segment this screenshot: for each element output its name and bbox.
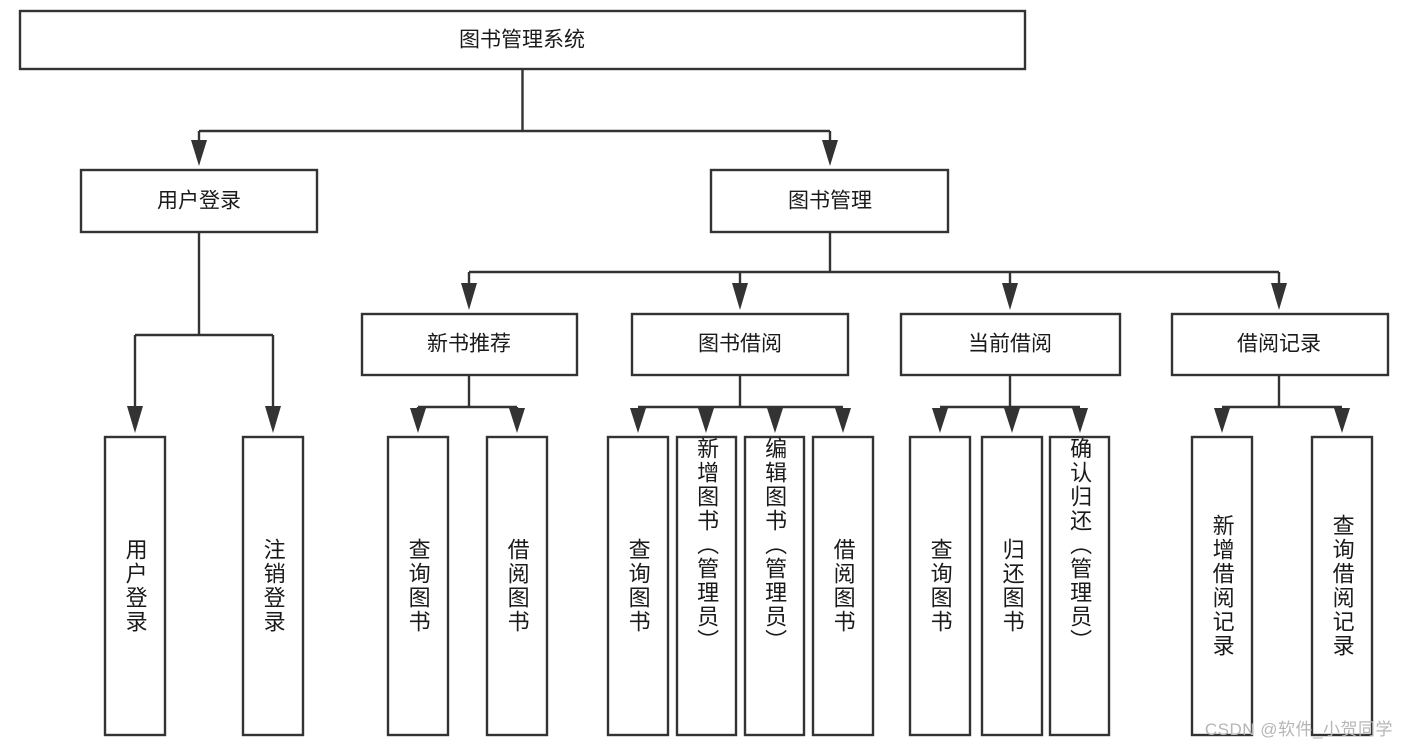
node-box-recommend-query-book[interactable] (386, 435, 450, 737)
node-box-recommend-borrow-book[interactable] (485, 435, 549, 737)
node-label-user-login: 用户登录 (157, 190, 241, 213)
node-box-current-confirm-return[interactable] (1048, 435, 1111, 737)
arrow-book-borrow-leaf-2 (698, 408, 714, 433)
arrow-borrow-record-leaf-2 (1334, 408, 1350, 433)
node-box-current-query-book[interactable] (908, 435, 972, 737)
arrow-bm-to-borrow-record (1271, 283, 1287, 310)
arrow-book-borrow-leaf-4 (835, 408, 851, 433)
node-box-borrow-record[interactable] (1170, 312, 1390, 377)
node-box-book-borrow[interactable] (630, 312, 850, 377)
arrow-book-borrow-leaf-1 (630, 408, 646, 433)
node-box-current-return-book[interactable] (980, 435, 1044, 737)
arrow-root-to-user-login (191, 140, 207, 166)
node-label-borrow-record: 借阅记录 (1237, 333, 1321, 356)
node-box-new-book-recommend[interactable] (360, 312, 579, 377)
arrow-book-borrow-leaf-3 (767, 408, 783, 433)
watermark: CSDN @软件_小贺同学 (1204, 720, 1393, 739)
node-box-borrow-add-book[interactable] (675, 435, 738, 737)
connector-layer (127, 69, 1350, 433)
arrow-borrow-record-leaf-1 (1214, 408, 1230, 433)
node-box-book-management[interactable] (709, 168, 950, 234)
horizontal-label-layer: 图书管理系统 用户登录 图书管理 新书推荐 图书借阅 当前借阅 借阅记录 (157, 29, 1321, 356)
node-label-root: 图书管理系统 (459, 29, 585, 52)
node-box-user-login[interactable] (79, 168, 319, 234)
node-box-user-login-leaf[interactable] (103, 435, 167, 737)
node-label-new-book-recommend: 新书推荐 (427, 333, 511, 356)
node-box-root[interactable] (18, 9, 1027, 71)
arrow-user-login-leaf-1 (127, 406, 143, 433)
node-box-record-add[interactable] (1190, 435, 1254, 737)
arrow-bm-to-new-book-recommend (461, 283, 477, 310)
node-box-user-logout-leaf[interactable] (241, 435, 305, 737)
node-box-borrow-edit-book[interactable] (743, 435, 806, 737)
arrow-bm-to-book-borrow (732, 283, 748, 310)
node-label-current-borrow: 当前借阅 (968, 333, 1052, 356)
node-label-book-management: 图书管理 (788, 190, 872, 213)
arrow-bm-to-current-borrow (1002, 283, 1018, 310)
node-box-borrow-borrow-book[interactable] (811, 435, 875, 737)
arrow-current-borrow-leaf-3 (1072, 408, 1088, 433)
arrow-current-borrow-leaf-2 (1004, 408, 1020, 433)
arrow-current-borrow-leaf-1 (932, 408, 948, 433)
node-layer (18, 9, 1390, 737)
node-box-current-borrow[interactable] (899, 312, 1122, 377)
node-box-record-query[interactable] (1310, 435, 1374, 737)
arrow-root-to-book-management (822, 140, 838, 166)
arrow-recommend-leaf-1 (410, 408, 426, 433)
node-label-book-borrow: 图书借阅 (698, 333, 782, 356)
arrow-recommend-leaf-2 (509, 408, 525, 433)
arrow-user-login-leaf-2 (265, 406, 281, 433)
node-box-borrow-query-book[interactable] (606, 435, 670, 737)
